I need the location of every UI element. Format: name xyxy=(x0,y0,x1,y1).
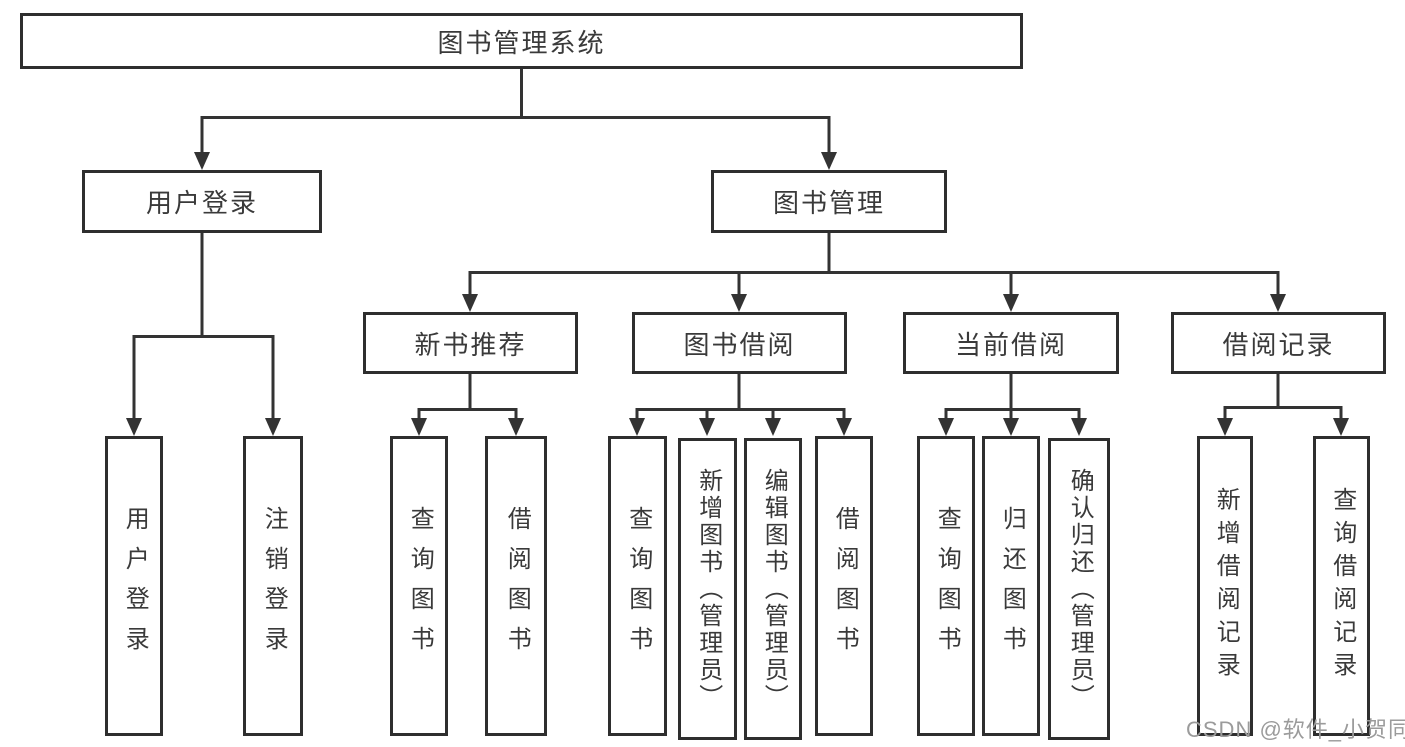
leaf-add-book-admin-label: 新增图书（管理员） xyxy=(694,467,722,711)
arrow-down-icon xyxy=(821,152,837,170)
leaf-return-books-label: 归还图书 xyxy=(998,506,1026,666)
node-book-borrowing-label: 图书借阅 xyxy=(683,329,796,360)
node-borrowing-records: 借阅记录 xyxy=(1171,312,1386,374)
connector-new-book-recommend-to-children xyxy=(417,374,518,420)
arrow-down-icon xyxy=(836,418,852,436)
arrow-down-icon xyxy=(1071,418,1087,436)
leaf-confirm-return-admin-label: 确认归还（管理员） xyxy=(1066,467,1094,711)
arrow-down-icon xyxy=(508,418,524,436)
node-root-label: 图书管理系统 xyxy=(437,27,606,58)
node-new-book-recommend: 新书推荐 xyxy=(363,312,578,374)
leaf-query-books-recommend: 查询图书 xyxy=(390,436,448,736)
arrow-down-icon xyxy=(1217,418,1233,436)
arrow-down-icon xyxy=(126,418,142,436)
arrow-down-icon xyxy=(1270,294,1286,312)
node-user-login: 用户登录 xyxy=(82,170,322,233)
leaf-query-borrow-record-label: 查询借阅记录 xyxy=(1328,487,1356,685)
node-user-login-label: 用户登录 xyxy=(145,188,258,218)
leaf-logout-label: 注销登录 xyxy=(260,506,288,666)
leaf-query-books-current-label: 查询图书 xyxy=(933,506,961,666)
arrow-down-icon xyxy=(731,294,747,312)
leaf-query-books-borrowing-label: 查询图书 xyxy=(624,506,652,666)
leaf-borrow-books-recommend-label: 借阅图书 xyxy=(503,506,531,666)
arrow-down-icon xyxy=(265,418,281,436)
leaf-edit-book-admin: 编辑图书（管理员） xyxy=(744,438,802,740)
connector-book-management-to-level3 xyxy=(468,233,1280,296)
leaf-borrow-books-borrowing: 借阅图书 xyxy=(815,436,873,736)
node-borrowing-records-label: 借阅记录 xyxy=(1222,329,1335,360)
arrow-down-icon xyxy=(629,418,645,436)
arrow-down-icon xyxy=(1333,418,1349,436)
arrow-down-icon xyxy=(765,418,781,436)
node-current-borrowing: 当前借阅 xyxy=(903,312,1119,374)
connector-book-borrowing-to-children xyxy=(635,374,846,420)
connector-user-login-to-children xyxy=(132,233,275,420)
connector-current-borrowing-to-children xyxy=(944,374,1081,420)
watermark: CSDN @软件_小贺同学 xyxy=(1186,717,1405,742)
leaf-confirm-return-admin: 确认归还（管理员） xyxy=(1048,438,1110,740)
arrow-down-icon xyxy=(938,418,954,436)
arrow-down-icon xyxy=(1003,418,1019,436)
node-book-management-label: 图书管理 xyxy=(772,188,885,218)
arrow-down-icon xyxy=(194,152,210,170)
node-current-borrowing-label: 当前借阅 xyxy=(954,329,1067,360)
node-book-borrowing: 图书借阅 xyxy=(632,312,847,374)
arrow-down-icon xyxy=(411,418,427,436)
leaf-user-login-label: 用户登录 xyxy=(121,506,149,666)
leaf-user-login: 用户登录 xyxy=(105,436,163,736)
leaf-add-book-admin: 新增图书（管理员） xyxy=(678,438,737,740)
connector-borrowing-records-to-children xyxy=(1223,374,1343,420)
leaf-borrow-books-recommend: 借阅图书 xyxy=(485,436,547,736)
leaf-query-books-borrowing: 查询图书 xyxy=(608,436,667,736)
connector-root-to-level2 xyxy=(200,69,831,153)
leaf-query-books-current: 查询图书 xyxy=(917,436,975,736)
leaf-query-books-recommend-label: 查询图书 xyxy=(406,506,434,666)
leaf-add-borrow-record-label: 新增借阅记录 xyxy=(1212,487,1240,685)
leaf-borrow-books-borrowing-label: 借阅图书 xyxy=(831,506,859,666)
node-new-book-recommend-label: 新书推荐 xyxy=(414,329,527,360)
leaf-return-books: 归还图书 xyxy=(982,436,1040,736)
arrowheads xyxy=(126,152,1349,436)
leaf-add-borrow-record: 新增借阅记录 xyxy=(1197,436,1253,736)
arrow-down-icon xyxy=(699,418,715,436)
leaf-logout: 注销登录 xyxy=(243,436,303,736)
node-root: 图书管理系统 xyxy=(20,13,1023,69)
leaf-query-borrow-record: 查询借阅记录 xyxy=(1313,436,1370,736)
node-book-management: 图书管理 xyxy=(711,170,947,233)
leaf-edit-book-admin-label: 编辑图书（管理员） xyxy=(760,467,788,711)
arrow-down-icon xyxy=(462,294,478,312)
arrow-down-icon xyxy=(1003,294,1019,312)
